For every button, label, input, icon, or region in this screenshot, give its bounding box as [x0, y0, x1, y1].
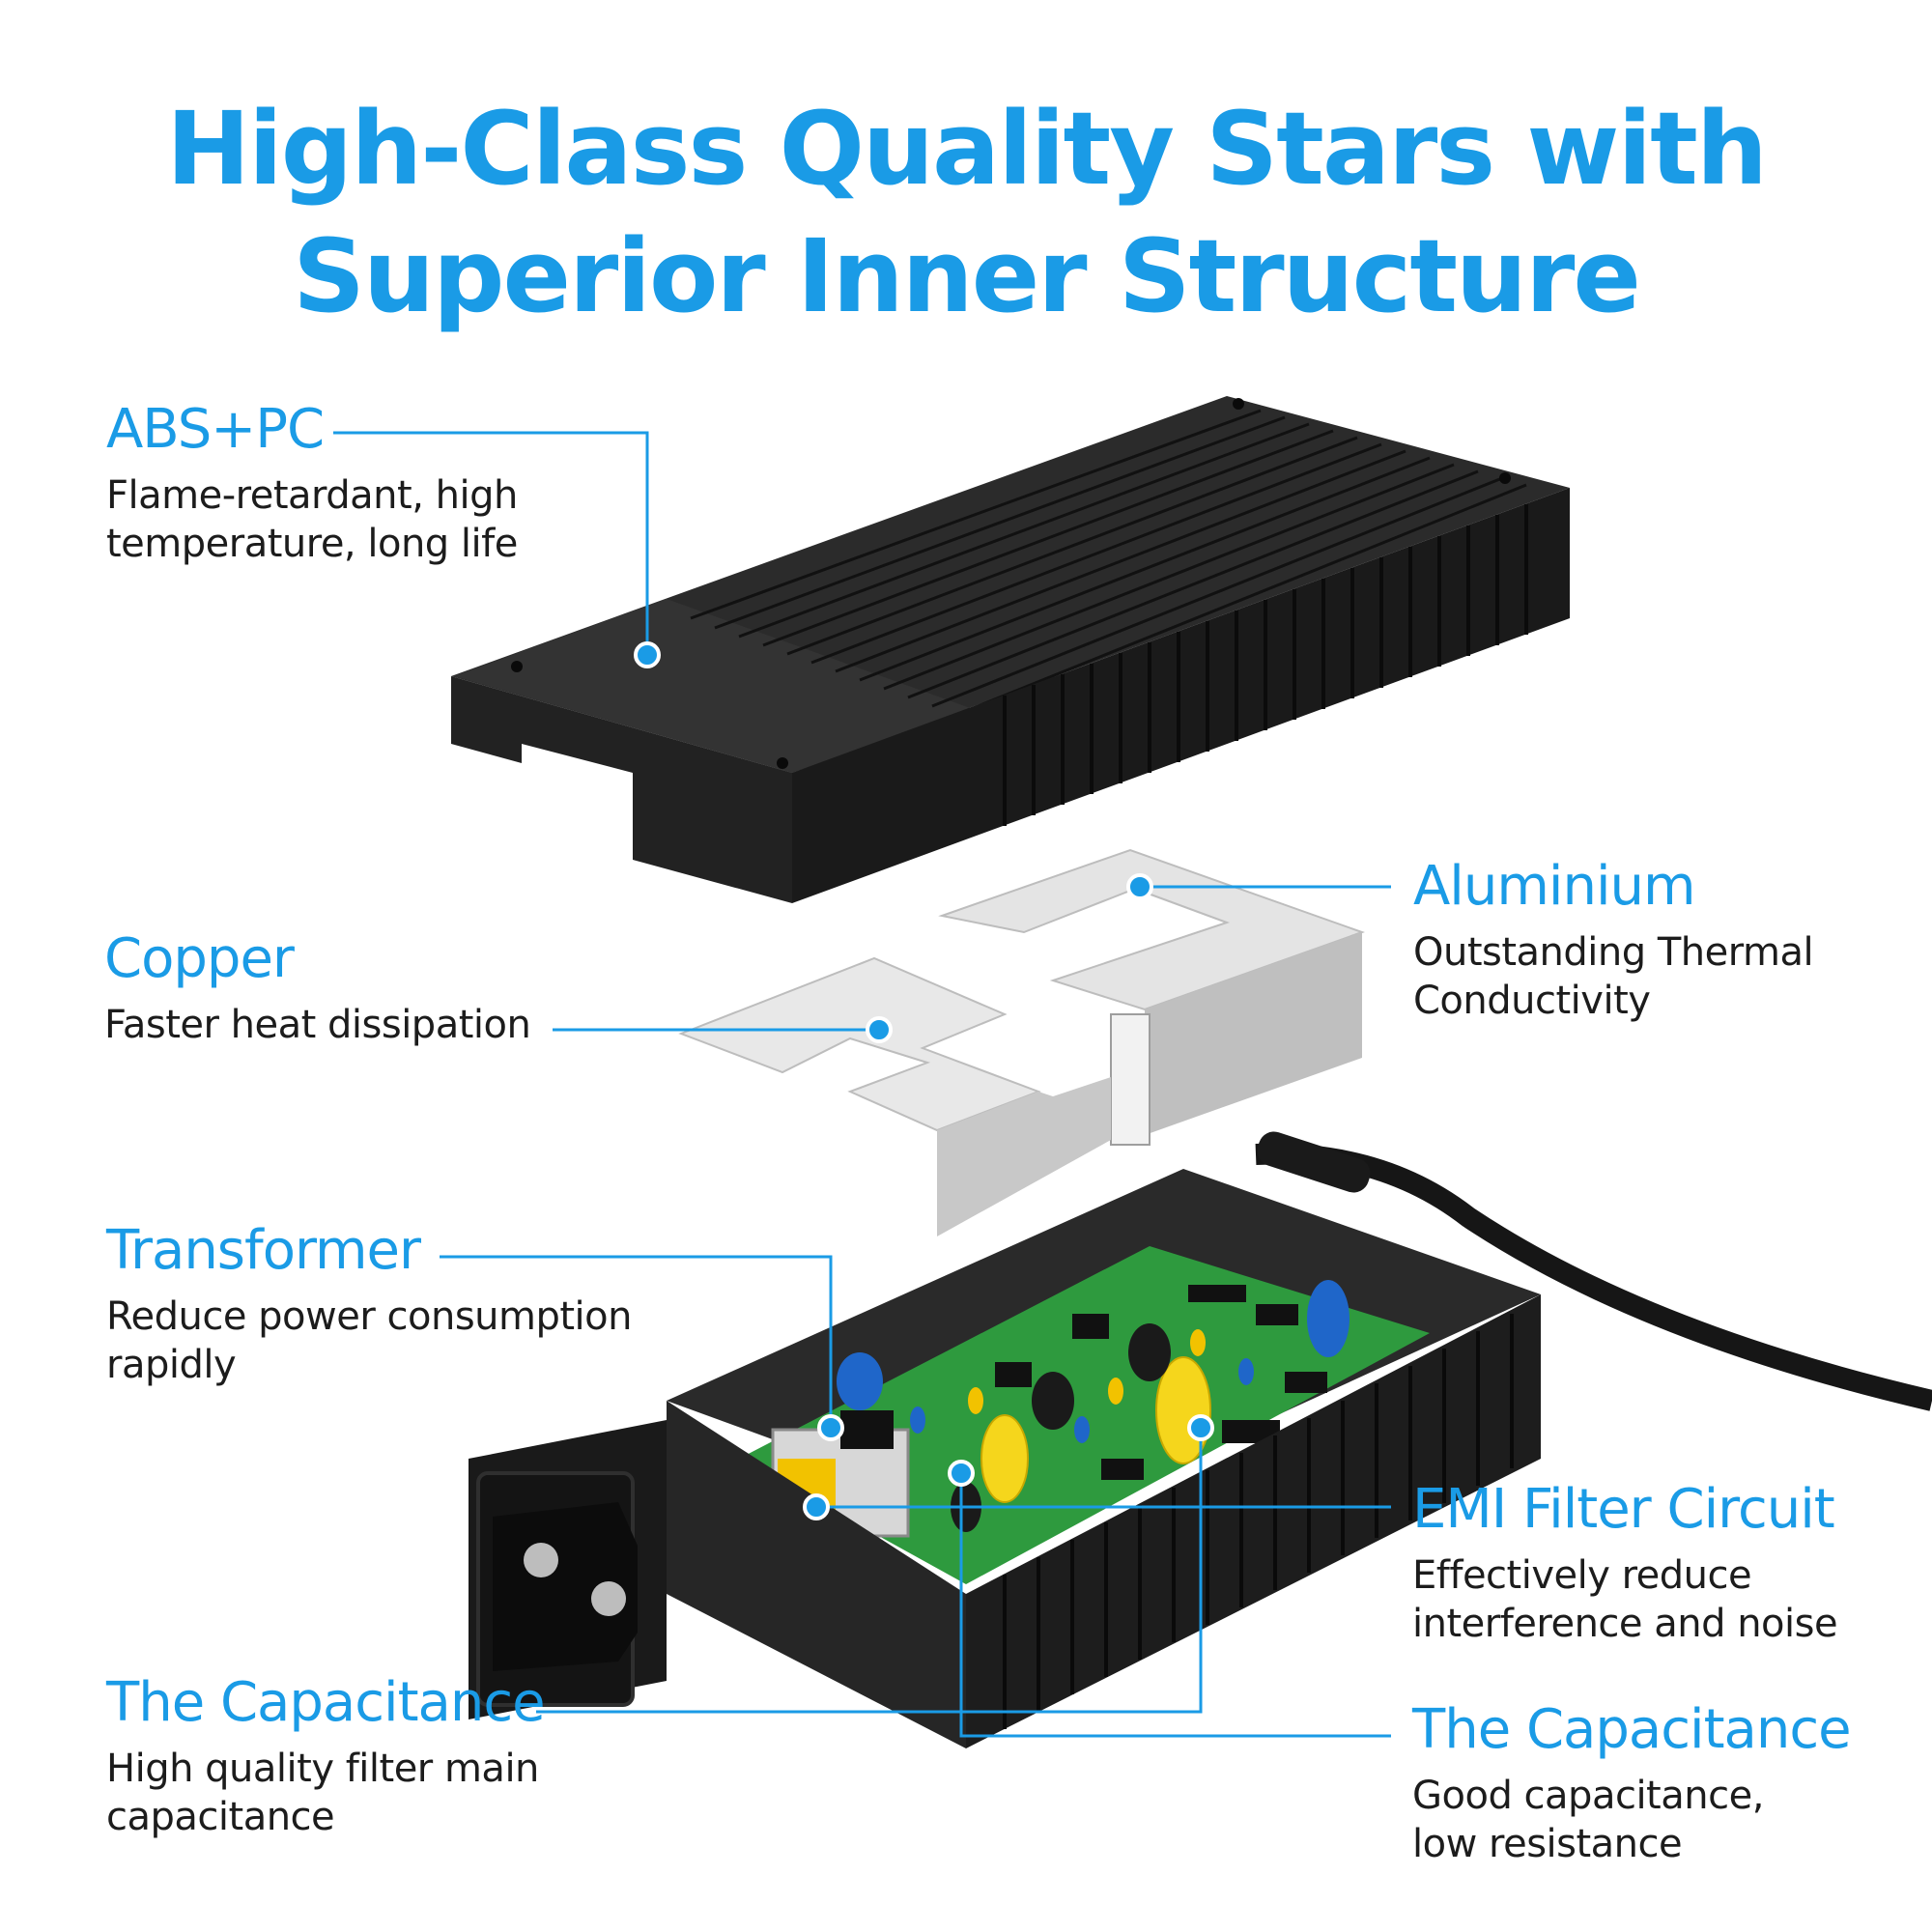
- callout-title: EMI Filter Circuit: [1412, 1478, 1835, 1541]
- desc-line: Reduce power consumption: [106, 1294, 633, 1339]
- desc-line: low resistance: [1412, 1822, 1683, 1866]
- desc-line: Effectively reduce: [1412, 1553, 1752, 1598]
- desc-line: capacitance: [106, 1795, 335, 1839]
- desc-line: Good capacitance,: [1412, 1774, 1764, 1818]
- callout-capacitance-right: The Capacitance Good capacitance, low re…: [1412, 1698, 1852, 1868]
- callout-description: Good capacitance, low resistance: [1412, 1772, 1851, 1868]
- desc-line: Conductivity: [1413, 979, 1651, 1023]
- callout-copper: Copper Faster heat dissipation: [104, 927, 531, 1049]
- desc-line: rapidly: [106, 1343, 237, 1387]
- callout-title: Aluminium: [1413, 855, 1696, 918]
- callout-title: Transformer: [106, 1219, 421, 1282]
- desc-line: High quality filter main: [106, 1747, 539, 1791]
- top-casing: [451, 396, 1570, 903]
- callout-title: Copper: [104, 927, 295, 990]
- callout-emi-filter: EMI Filter Circuit Effectively reduce in…: [1412, 1478, 1838, 1648]
- callout-abs-pc: ABS+PC Flame-retardant, high temperature…: [106, 398, 518, 568]
- callout-title: The Capacitance: [1412, 1698, 1852, 1761]
- leader-lines: [333, 431, 1391, 1738]
- callout-title: ABS+PC: [106, 398, 325, 461]
- callout-description: Effectively reduce interference and nois…: [1412, 1551, 1838, 1648]
- desc-line: interference and noise: [1412, 1602, 1838, 1646]
- desc-line: Flame-retardant, high: [106, 473, 518, 518]
- callout-aluminium: Aluminium Outstanding Thermal Conductivi…: [1413, 855, 1814, 1025]
- callout-description: Reduce power consumption rapidly: [106, 1293, 633, 1389]
- copper-plate: [678, 956, 1111, 1236]
- callout-description: High quality filter main capacitance: [106, 1745, 545, 1841]
- callout-description: Faster heat dissipation: [104, 1001, 531, 1049]
- callout-dots: [634, 641, 1214, 1520]
- power-cable: [1255, 1131, 1932, 1411]
- callout-description: Flame-retardant, high temperature, long …: [106, 471, 518, 568]
- desc-line: temperature, long life: [106, 522, 518, 566]
- callout-description: Outstanding Thermal Conductivity: [1413, 928, 1814, 1025]
- desc-line: Outstanding Thermal: [1413, 930, 1814, 975]
- desc-line: Faster heat dissipation: [104, 1003, 531, 1047]
- bottom-housing: [469, 1131, 1932, 1748]
- page-title: High-Class Quality Stars with Superior I…: [0, 85, 1932, 340]
- title-line-1: High-Class Quality Stars with: [166, 90, 1768, 208]
- title-line-2: Superior Inner Structure: [293, 217, 1641, 335]
- aluminium-plate: [938, 848, 1365, 1146]
- callout-capacitance-left: The Capacitance High quality filter main…: [106, 1671, 546, 1841]
- ac-inlet: [469, 1420, 667, 1719]
- callout-transformer: Transformer Reduce power consumption rap…: [106, 1219, 633, 1389]
- callout-title: The Capacitance: [106, 1671, 546, 1734]
